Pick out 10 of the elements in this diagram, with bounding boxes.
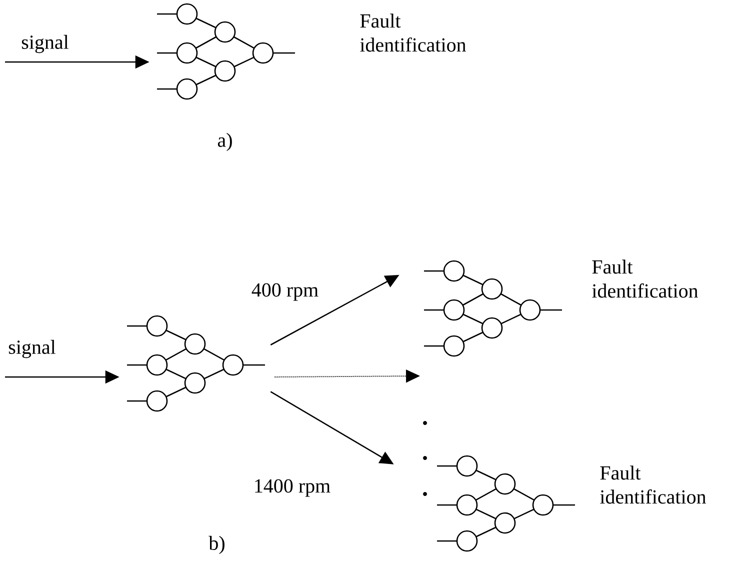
edge-label: signal [20, 34, 70, 54]
caption-text: Fault identification [592, 260, 698, 298]
caption-text: Fault identification [360, 14, 466, 52]
neural-network-drawing [127, 315, 265, 412]
edge-label: 400 rpm [250, 282, 320, 302]
panel-label: a) [218, 132, 232, 152]
panel-label: b) [208, 536, 224, 554]
edge-label: signal [7, 338, 57, 360]
edge-label: 1400 rpm [252, 478, 332, 498]
caption-text: Fault identification [600, 466, 706, 504]
